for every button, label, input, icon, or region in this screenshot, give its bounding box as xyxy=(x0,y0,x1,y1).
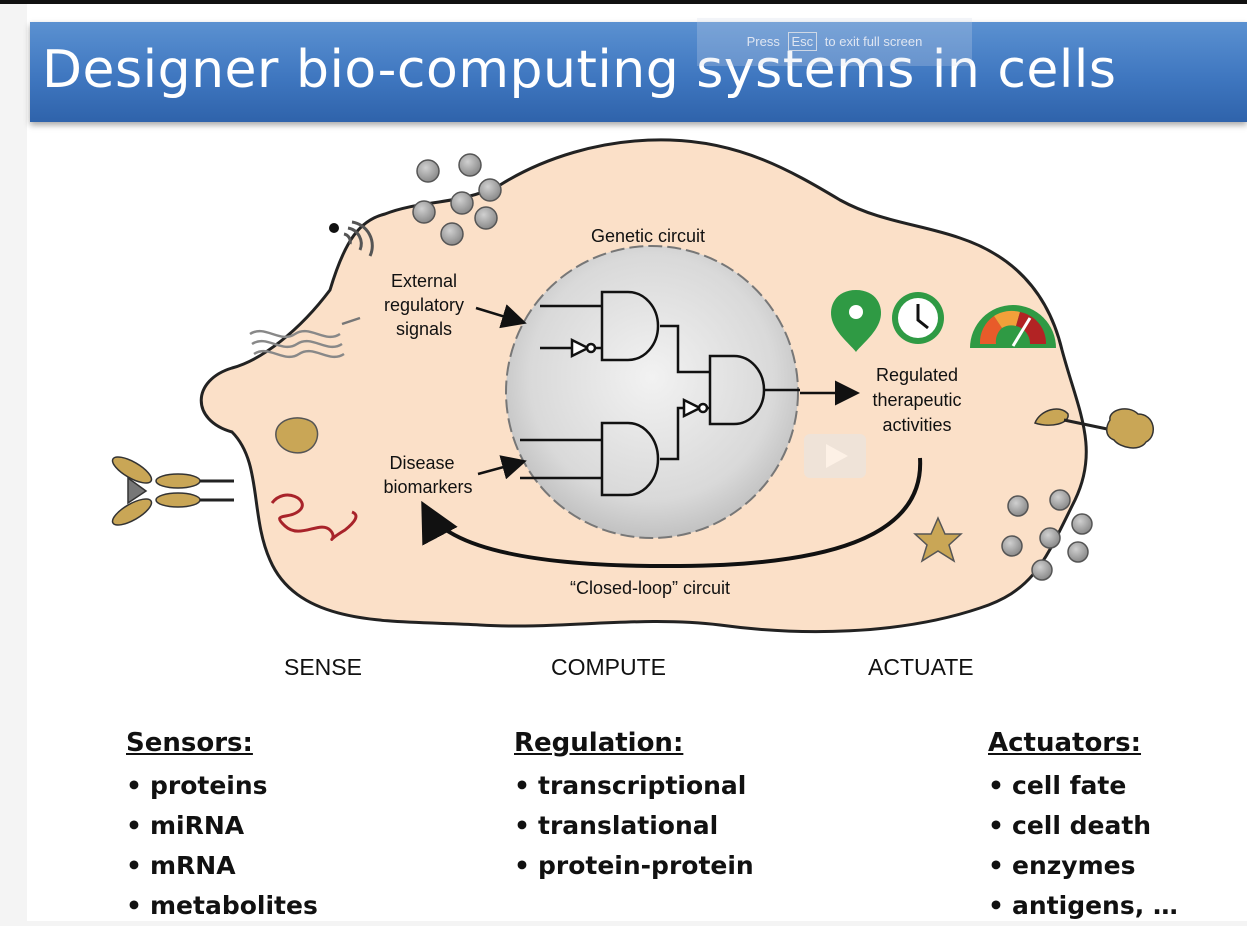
fullscreen-exit-hint: Press Esc to exit full screen xyxy=(697,18,972,66)
molecules-top xyxy=(412,153,502,246)
esc-hint-post: to exit full screen xyxy=(824,34,923,49)
list-item: •protein-protein xyxy=(514,851,754,880)
list-item: •metabolites xyxy=(126,891,318,920)
label-regulated-line-1: Regulated xyxy=(876,365,958,385)
receptor-right xyxy=(1034,408,1154,449)
slide-title: Designer bio-computing systems in cells xyxy=(42,40,1117,100)
label-external-line-3: signals xyxy=(396,319,452,339)
stage-actuate: ACTUATE xyxy=(868,654,974,680)
sensor-item-1: proteins xyxy=(150,771,268,800)
arrow-external-signals xyxy=(475,304,527,329)
protein-blob xyxy=(275,417,319,454)
not-bubble-1 xyxy=(585,342,597,354)
and-gate-bottom xyxy=(600,421,660,497)
not-bubble-2 xyxy=(697,402,709,414)
actuator-item-2: cell death xyxy=(1012,811,1152,840)
list-item: •translational xyxy=(514,811,719,840)
list-item: •antigens, … xyxy=(988,891,1178,920)
actuators-heading: Actuators: xyxy=(988,728,1142,758)
list-item: •mRNA xyxy=(126,851,236,880)
title-bar xyxy=(30,22,1247,122)
sensor-item-4: metabolites xyxy=(150,891,318,920)
arrow-biomarkers xyxy=(477,455,527,480)
label-genetic-circuit: Genetic circuit xyxy=(591,226,705,246)
stage-sense: SENSE xyxy=(284,654,362,680)
sensor-item-2: miRNA xyxy=(150,811,245,840)
list-item: •transcriptional xyxy=(514,771,747,800)
regulation-heading: Regulation: xyxy=(514,728,684,758)
play-button-icon[interactable] xyxy=(804,434,866,478)
list-item: •cell fate xyxy=(988,771,1127,800)
sensors-list: Sensors: •proteins •miRNA •mRNA •metabol… xyxy=(126,728,318,926)
label-regulated-line-2: therapeutic xyxy=(872,390,961,410)
logic-gates xyxy=(520,290,800,497)
label-disease-line-2: biomarkers xyxy=(383,477,472,497)
actuators-list: Actuators: •cell fate •cell death •enzym… xyxy=(988,728,1178,926)
esc-key-badge: Esc xyxy=(787,32,818,51)
star-molecule xyxy=(913,516,963,563)
clock-icon xyxy=(892,292,944,344)
top-edge xyxy=(0,0,1247,4)
input-wires xyxy=(520,304,602,480)
label-regulated-line-3: activities xyxy=(882,415,951,435)
list-item: •cell death xyxy=(988,811,1152,840)
regulation-item-1: transcriptional xyxy=(538,771,747,800)
list-item: •enzymes xyxy=(988,851,1136,880)
not-gate-1 xyxy=(570,337,591,359)
sensors-heading: Sensors: xyxy=(126,728,253,758)
list-item: •proteins xyxy=(126,771,268,800)
gauge-icon xyxy=(970,305,1056,348)
biomarker-strand xyxy=(270,493,358,541)
stage-compute: COMPUTE xyxy=(551,654,666,680)
not-gate-2 xyxy=(682,397,703,419)
radio-waves xyxy=(343,220,374,257)
nucleus xyxy=(505,245,799,539)
and-gate-top xyxy=(600,290,660,362)
actuator-item-4: antigens, … xyxy=(1012,891,1178,920)
actuator-item-1: cell fate xyxy=(1012,771,1127,800)
label-external-line-1: External xyxy=(391,271,457,291)
label-closed-loop: “Closed-loop” circuit xyxy=(570,578,730,598)
signal-emitter xyxy=(329,223,339,233)
regulation-item-2: translational xyxy=(538,811,719,840)
label-external-line-2: regulatory xyxy=(384,295,464,315)
closed-loop-arrow xyxy=(421,457,923,569)
wavy-signals xyxy=(249,316,361,359)
regulation-list: Regulation: •transcriptional •translatio… xyxy=(514,728,754,886)
sensor-item-3: mRNA xyxy=(150,851,236,880)
list-item: •miRNA xyxy=(126,811,245,840)
molecules-bottom-right xyxy=(1001,489,1093,581)
label-disease-line-1: Disease xyxy=(389,453,454,473)
esc-hint-pre: Press xyxy=(746,34,780,49)
actuator-item-3: enzymes xyxy=(1012,851,1136,880)
receptor-left xyxy=(111,456,234,526)
location-pin-icon xyxy=(831,290,881,352)
and-gate-output xyxy=(708,354,766,426)
regulation-item-3: protein-protein xyxy=(538,851,754,880)
